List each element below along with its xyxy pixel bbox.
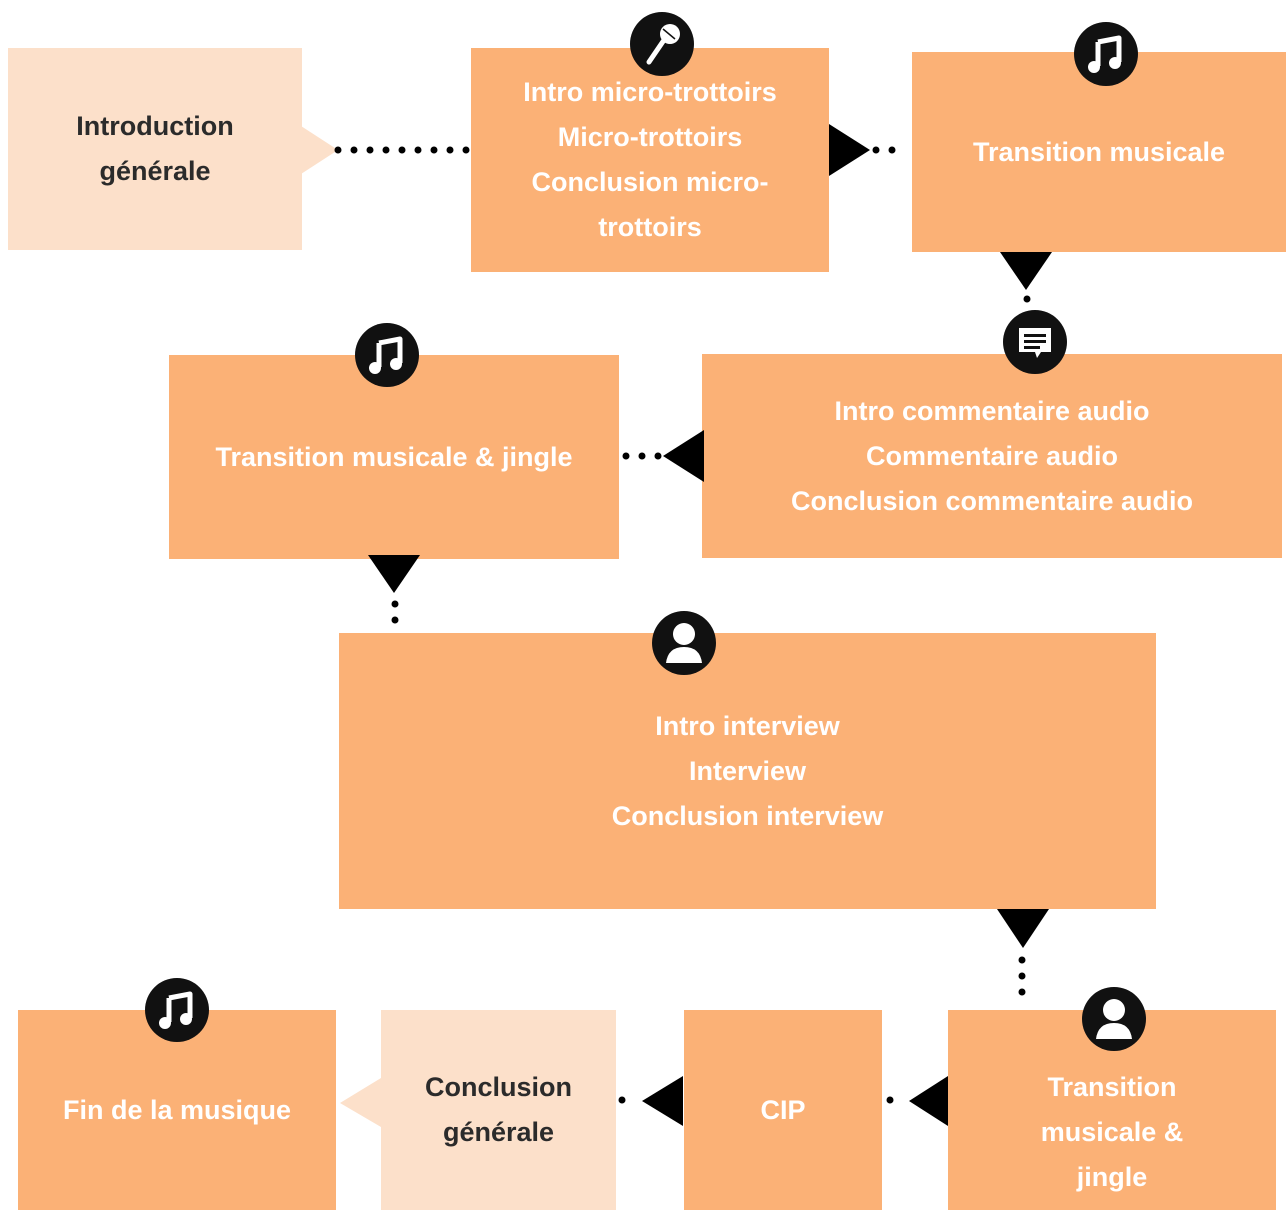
node-label: Conclusion générale <box>425 1072 572 1147</box>
node-cip: CIP <box>684 1010 882 1210</box>
node-label: Transition musicale <box>972 136 1226 167</box>
node-label: Transition musicale & jingle <box>215 441 573 472</box>
music-note-icon <box>145 978 209 1042</box>
node-conclusion-generale: Conclusion générale <box>381 1010 616 1210</box>
arrowhead-right <box>829 124 870 176</box>
microphone-icon <box>630 12 694 76</box>
arrowhead-down <box>997 909 1049 948</box>
node-label: Transition musicale & jingle <box>1040 1071 1184 1192</box>
person-icon <box>1082 987 1146 1051</box>
node-micro-trottoirs: Intro micro-trottoirs Micro-trottoirs Co… <box>471 48 829 272</box>
node-label: Intro interview Interview Conclusion int… <box>611 710 884 831</box>
speech-bubble-icon <box>1003 310 1067 374</box>
node-transition-musicale: Transition musicale <box>912 52 1286 252</box>
arrowhead-left <box>909 1076 948 1126</box>
callout-pointer <box>340 1078 381 1127</box>
person-icon <box>652 611 716 675</box>
node-fin-de-la-musique: Fin de la musique <box>18 1010 336 1210</box>
node-label: Fin de la musique <box>62 1094 292 1125</box>
node-label: CIP <box>760 1094 806 1125</box>
arrowhead-down <box>1000 252 1052 290</box>
arrowhead-left <box>642 1076 683 1126</box>
callout-pointer <box>301 126 338 174</box>
arrowhead-left <box>663 430 704 482</box>
node-introduction-generale: Introduction générale <box>8 48 302 250</box>
node-label: Intro commentaire audio Commentaire audi… <box>790 395 1194 516</box>
music-note-icon <box>1074 22 1138 86</box>
node-label: Intro micro-trottoirs Micro-trottoirs Co… <box>523 77 777 242</box>
node-transition-jingle-1: Transition musicale & jingle <box>169 355 619 559</box>
music-note-icon <box>355 323 419 387</box>
node-interview: Intro interview Interview Conclusion int… <box>339 633 1156 909</box>
node-label: Introduction générale <box>76 111 234 186</box>
node-commentaire-audio: Intro commentaire audio Commentaire audi… <box>702 354 1282 558</box>
arrowhead-down <box>368 555 420 593</box>
